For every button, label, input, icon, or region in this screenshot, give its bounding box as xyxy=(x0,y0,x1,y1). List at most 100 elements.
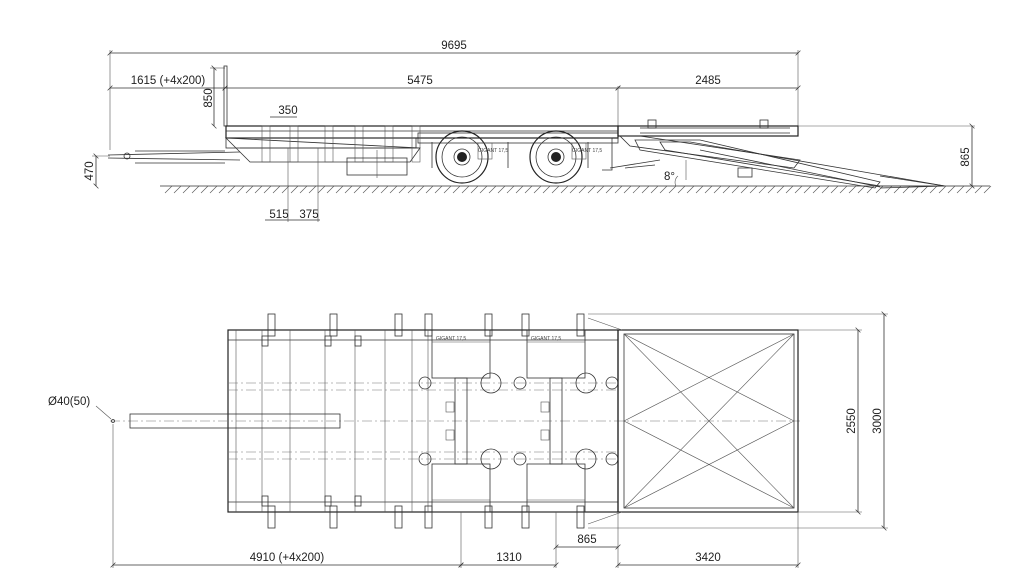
ground-hatch xyxy=(497,185,506,194)
ground-hatch xyxy=(884,185,893,194)
ground-hatch xyxy=(326,185,335,194)
ground-hatch xyxy=(830,185,839,194)
ground-hatch xyxy=(920,185,929,194)
ground-hatch xyxy=(191,185,200,194)
ground-hatch xyxy=(875,185,884,194)
ground-hatch xyxy=(812,185,821,194)
ground-hatch xyxy=(668,185,677,194)
ground-hatch xyxy=(317,185,326,194)
ground-hatch xyxy=(686,185,695,194)
ground-hatch xyxy=(794,185,803,194)
dim-ramp-length: 2485 xyxy=(695,75,721,87)
rear-axles-side: GIGANT 17,5 GIGANT 17,5 xyxy=(417,130,619,184)
ground-hatch xyxy=(200,185,209,194)
ground-hatch xyxy=(857,185,866,194)
ground-hatch xyxy=(785,185,794,194)
ground-hatch xyxy=(587,185,596,194)
dim-overall-length: 9695 xyxy=(441,40,467,52)
ground-hatch xyxy=(803,185,812,194)
ground-hatch xyxy=(650,185,659,194)
ground-hatch xyxy=(506,185,515,194)
ground-hatch xyxy=(596,185,605,194)
ground-hatch xyxy=(515,185,524,194)
dim-stake-offset: 350 xyxy=(278,105,297,117)
ground-hatch xyxy=(389,185,398,194)
ground-hatch xyxy=(425,185,434,194)
axle-label-top-2: GIGANT 17,5 xyxy=(531,336,561,342)
ground-hatch xyxy=(245,185,254,194)
ground-hatch xyxy=(551,185,560,194)
dim-ramp-platform: 3420 xyxy=(695,552,721,564)
ground-hatch xyxy=(416,185,425,194)
ground-hatch xyxy=(452,185,461,194)
dim-front-height: 850 xyxy=(203,88,215,107)
ground-hatch xyxy=(488,185,497,194)
ground-hatch xyxy=(956,185,965,194)
ground-hatch xyxy=(758,185,767,194)
ground-hatch xyxy=(947,185,956,194)
ground-hatch xyxy=(290,185,299,194)
ramps-side xyxy=(609,119,946,189)
ground-hatch xyxy=(632,185,641,194)
dim-eye-diameter: Ø40(50) xyxy=(48,396,90,408)
dim-coupling-height: 470 xyxy=(84,161,96,180)
axle-label-top-1: GIGANT 17,5 xyxy=(436,336,466,342)
ground-hatch xyxy=(722,185,731,194)
ground-hatch xyxy=(362,185,371,194)
ramp-platform-top xyxy=(587,317,799,525)
ground-hatch xyxy=(704,185,713,194)
dim-axle-spacing: 1310 xyxy=(496,552,522,564)
dim-deck-length: 5475 xyxy=(407,75,433,87)
ground-hatch xyxy=(695,185,704,194)
ground-hatch xyxy=(731,185,740,194)
ground-hatch xyxy=(569,185,578,194)
ground-hatch xyxy=(524,185,533,194)
ground-hatch xyxy=(542,185,551,194)
dim-inner-width: 2550 xyxy=(846,408,858,434)
ground-hatch xyxy=(848,185,857,194)
ground-hatch xyxy=(173,185,182,194)
ground-hatch xyxy=(407,185,416,194)
ground-hatch xyxy=(659,185,668,194)
ground-hatch xyxy=(227,185,236,194)
ground-hatch xyxy=(965,185,974,194)
dim-deck-height: 865 xyxy=(960,147,972,166)
ground-hatch xyxy=(641,185,650,194)
dim-ramp-angle: 8° xyxy=(664,171,675,183)
ground-hatch xyxy=(308,185,317,194)
axle-label-1: GIGANT 17,5 xyxy=(478,148,508,154)
dim-drawbar-length: 1615 (+4x200) xyxy=(131,75,206,87)
ground-hatch xyxy=(740,185,749,194)
dim-offset-a: 515 xyxy=(269,209,288,221)
ground-hatch xyxy=(353,185,362,194)
ground-hatch xyxy=(218,185,227,194)
ground-hatch xyxy=(560,185,569,194)
ground-hatch xyxy=(866,185,875,194)
ground-hatch xyxy=(380,185,389,194)
ground-hatch xyxy=(335,185,344,194)
dim-outer-width: 3000 xyxy=(872,408,884,434)
ground-hatch xyxy=(605,185,614,194)
dim-rear-overhang: 865 xyxy=(577,534,596,546)
ground-hatch xyxy=(344,185,353,194)
ground-hatch xyxy=(938,185,947,194)
dim-front-to-axle: 4910 (+4x200) xyxy=(250,552,325,564)
ground-hatch xyxy=(533,185,542,194)
ground-hatch xyxy=(821,185,830,194)
ground-hatch xyxy=(776,185,785,194)
ground-hatch xyxy=(272,185,281,194)
ground-hatch xyxy=(623,185,632,194)
ground-hatch xyxy=(236,185,245,194)
ground-hatch xyxy=(164,185,173,194)
ground-hatch xyxy=(299,185,308,194)
dim-offset-b: 375 xyxy=(299,209,318,221)
ground-hatch xyxy=(254,185,263,194)
ground-hatch xyxy=(479,185,488,194)
ground-hatch xyxy=(209,185,218,194)
ground-hatch xyxy=(371,185,380,194)
ground-hatch xyxy=(983,185,992,194)
ground-hatch xyxy=(461,185,470,194)
ground-hatch xyxy=(749,185,758,194)
